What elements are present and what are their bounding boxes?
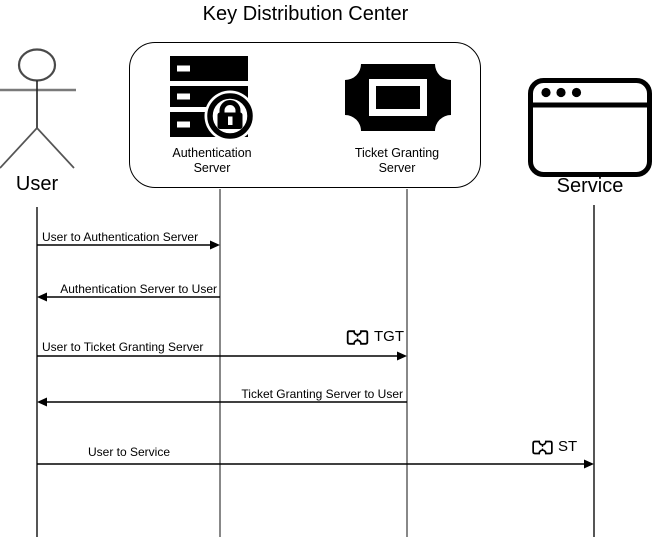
- tgt-badge: TGT: [346, 329, 404, 345]
- message-3-arrowhead: [397, 351, 407, 361]
- message-5-arrowhead: [584, 459, 594, 469]
- tgt-badge-label: TGT: [374, 328, 404, 345]
- participant-label-service: Service: [556, 175, 624, 197]
- st-badge: ST: [532, 439, 577, 455]
- message-4-arrowhead: [37, 397, 47, 407]
- st-badge-label: ST: [558, 438, 578, 455]
- browser-window-icon: [528, 78, 652, 177]
- ticket-outline-icon: [532, 440, 553, 454]
- message-label-user-to-service: User to Service: [87, 445, 171, 459]
- stick-figure-icon: [0, 48, 76, 169]
- ticket-outline-icon: [346, 329, 369, 345]
- lock-keyhole: [228, 116, 233, 125]
- lock-shackle: [219, 100, 241, 114]
- diagram-title: Key Distribution Center: [202, 3, 409, 25]
- message-label-user-to-authentication-server: User to Authentication Server: [42, 230, 199, 244]
- message-1-arrowhead: [210, 240, 220, 250]
- message-label-authentication-server-to-user: Authentication Server to User: [60, 282, 217, 296]
- ticket-icon: [345, 64, 451, 131]
- message-2-arrowhead: [37, 292, 47, 302]
- participant-label-ticket-granting-server: Ticket Granting Server: [354, 146, 440, 175]
- message-label-ticket-granting-server-to-user: Ticket Granting Server to User: [241, 387, 403, 401]
- server-with-lock-icon: [170, 56, 256, 140]
- message-label-user-to-ticket-granting-server: User to Ticket Granting Server: [42, 340, 204, 354]
- participant-label-user: User: [15, 173, 59, 195]
- participant-label-authentication-server: Authentication Server: [172, 146, 252, 175]
